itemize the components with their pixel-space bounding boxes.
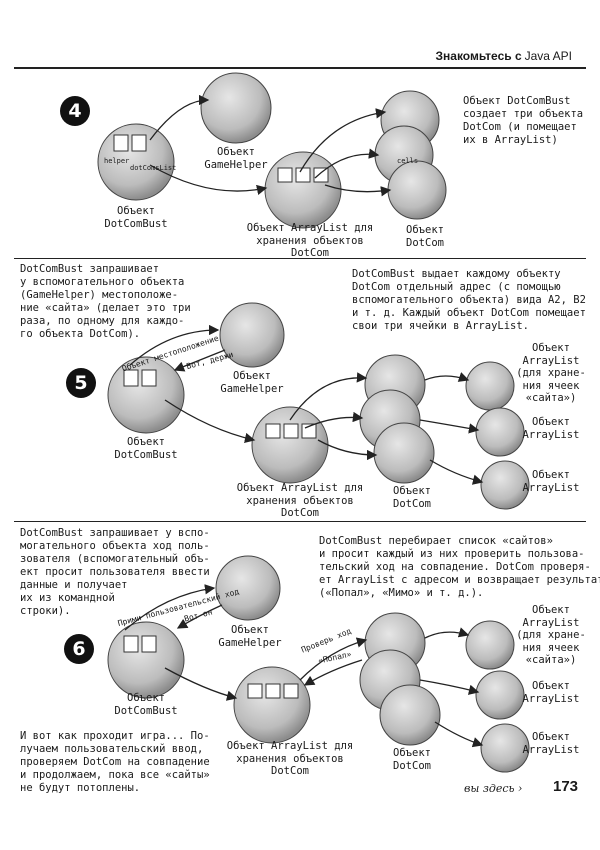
step-number: 6 bbox=[64, 634, 94, 664]
gamehelper-label: Объект GameHelper bbox=[204, 146, 268, 171]
dotcom-object-3 bbox=[379, 684, 441, 746]
dotcom-object-3 bbox=[373, 422, 435, 484]
arraylist-label: Объект ArrayList для хранения объектов D… bbox=[236, 482, 364, 519]
cells-arraylist-2 bbox=[475, 407, 525, 457]
step-number: 4 bbox=[60, 96, 90, 126]
gamehelper-object bbox=[219, 302, 285, 368]
arraylist-object bbox=[233, 666, 311, 744]
page-number: 173 bbox=[553, 778, 579, 795]
arraylist-obj-label: Объект ArrayList bbox=[522, 731, 580, 756]
step5-left-text: DotComBust запрашивает у вспомогательног… bbox=[20, 263, 191, 340]
step5-right-text: DotComBust выдает каждому объекту DotCom… bbox=[352, 268, 586, 332]
dotcomslist-ref: dotComsList bbox=[130, 164, 177, 172]
gamehelper-object bbox=[200, 72, 272, 144]
cells-arraylist-2 bbox=[475, 670, 525, 720]
cells-arraylist-1 bbox=[465, 620, 515, 670]
dotcom-label: Объект DotCom bbox=[393, 485, 431, 510]
arraylist-object bbox=[251, 406, 329, 484]
dotcombust-label: Объект DotComBust bbox=[104, 205, 168, 230]
step6-left-text: DotComBust запрашивает у вспо- могательн… bbox=[20, 527, 210, 617]
cells-arraylist-label: Объект ArrayList (для хране- ния ячеек «… bbox=[516, 342, 586, 404]
step6-right-text: DotComBust перебирает список «сайтов» и … bbox=[319, 535, 600, 599]
helper-ref: helper bbox=[104, 157, 130, 165]
gamehelper-label: Объект GameHelper bbox=[220, 370, 284, 395]
gamehelper-object bbox=[215, 555, 281, 621]
step6-bottom-text: И вот как проходит игра... По- лучаем по… bbox=[20, 730, 210, 794]
divider bbox=[14, 521, 586, 522]
header-title: Знакомьтесь с bbox=[435, 49, 522, 63]
header-rule bbox=[14, 67, 586, 69]
step6-diagram bbox=[107, 555, 530, 773]
arraylist-obj-label: Объект ArrayList bbox=[522, 680, 580, 705]
cells-arraylist-1 bbox=[465, 361, 515, 411]
dotcom-label: Объект DotCom bbox=[406, 224, 444, 249]
step5-diagram bbox=[107, 302, 530, 510]
divider bbox=[14, 258, 586, 259]
arraylist-object bbox=[264, 151, 342, 229]
arraylist-label: Объект ArrayList для хранения объектов D… bbox=[226, 740, 354, 777]
gamehelper-label: Объект GameHelper bbox=[218, 624, 282, 649]
cells-arraylist-3 bbox=[480, 723, 530, 773]
cells-ref: cells bbox=[397, 157, 419, 165]
you-are-here: вы здесь › bbox=[464, 782, 523, 795]
step-number: 5 bbox=[66, 368, 96, 398]
step4-description: Объект DotComBust создает три объекта Do… bbox=[463, 95, 584, 146]
dotcom-label: Объект DotCom bbox=[393, 747, 431, 772]
dotcom-object-3 bbox=[387, 160, 447, 220]
header-api: Java API bbox=[524, 49, 572, 63]
cells-arraylist-3 bbox=[480, 460, 530, 510]
arraylist-obj-label: Объект ArrayList bbox=[522, 469, 580, 494]
dotcombust-label: Объект DotComBust bbox=[114, 692, 178, 717]
dotcombust-object bbox=[107, 621, 185, 699]
arraylist-obj-label: Объект ArrayList bbox=[522, 416, 580, 441]
cells-arraylist-label: Объект ArrayList (для хране- ния ячеек «… bbox=[516, 604, 586, 666]
arraylist-label: Объект ArrayList для хранения объектов D… bbox=[246, 222, 374, 259]
dotcombust-label: Объект DotComBust bbox=[114, 436, 178, 461]
step4-diagram bbox=[97, 72, 447, 229]
